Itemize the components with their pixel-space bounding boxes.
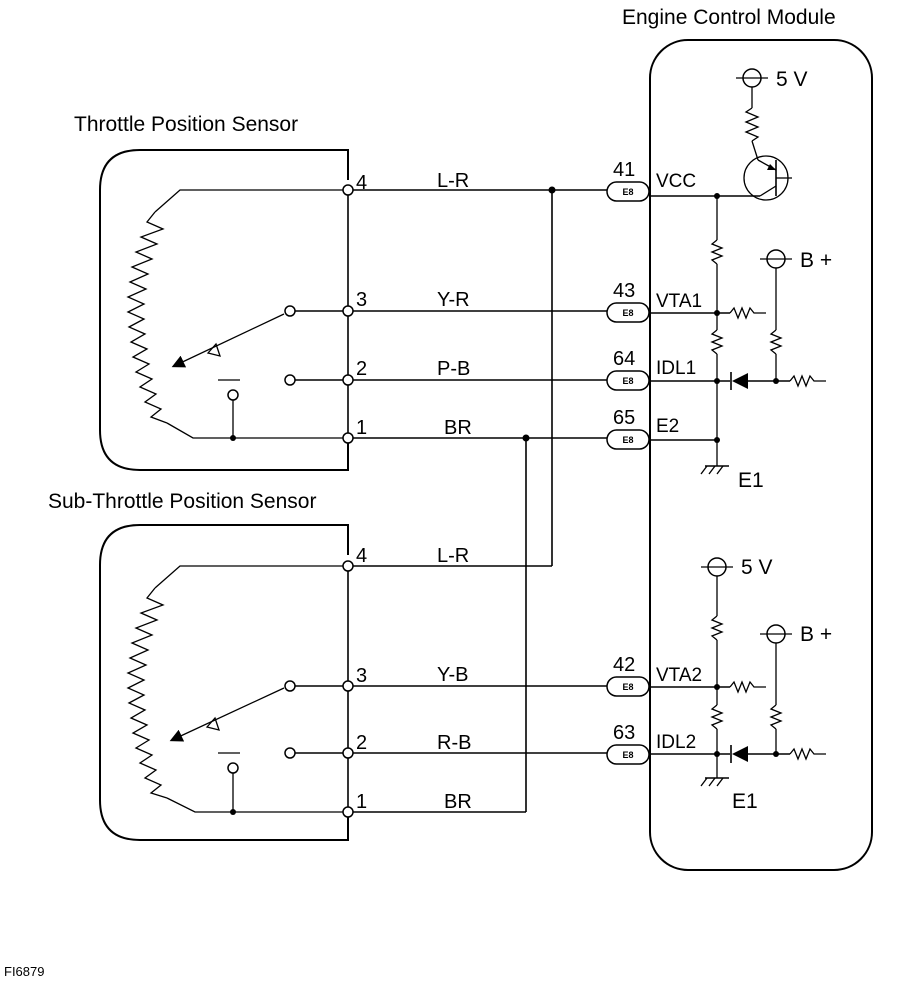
ecm-connector-41: E8 — [606, 181, 650, 202]
tps-pin-2: 2 — [356, 358, 367, 380]
wire-tps-2: P-B — [437, 358, 470, 380]
signal-e2: E2 — [656, 416, 679, 437]
tps-housing — [99, 149, 349, 471]
ecm-pin-64: 64 — [613, 348, 635, 370]
tps-sensor — [99, 149, 354, 471]
ground-e1-top-label: E1 — [738, 469, 764, 492]
tps-pin-3: 3 — [356, 289, 367, 311]
sub-tps-housing — [99, 524, 349, 841]
ecm-connector-63: E8 — [606, 744, 650, 765]
wire-tps-4: L-R — [437, 170, 469, 192]
svg-text:E8: E8 — [622, 435, 633, 445]
wire-sub-2: R-B — [437, 732, 471, 754]
svg-text:E8: E8 — [622, 308, 633, 318]
svg-text:E8: E8 — [622, 682, 633, 692]
ecm-pin-43: 43 — [613, 280, 635, 302]
supply-bplus-top-label: B + — [800, 249, 832, 272]
diode-idl2-icon — [732, 746, 748, 762]
signal-vta1: VTA1 — [656, 291, 702, 312]
figure-id: FI6879 — [4, 964, 44, 979]
ecm-connector-64: E8 — [606, 370, 650, 391]
sub-tps-resistor — [126, 587, 168, 799]
ecm-box — [649, 39, 873, 871]
ecm-pin-41: 41 — [613, 159, 635, 181]
sub-tps-sensor — [99, 524, 354, 841]
signal-vcc: VCC — [656, 171, 696, 192]
ecm-pin-42: 42 — [613, 654, 635, 676]
sub-tps-pin-4: 4 — [356, 545, 367, 567]
ecm-internal-bottom — [649, 557, 826, 787]
wire-tps-3: Y-R — [437, 289, 470, 311]
sub-tps-pin-2: 2 — [356, 732, 367, 754]
ground-e1-bottom-label: E1 — [732, 790, 758, 813]
tps-pin-1: 1 — [356, 417, 367, 439]
ecm-pin-65: 65 — [613, 407, 635, 429]
ecm-connector-43: E8 — [606, 302, 650, 323]
signal-vta2: VTA2 — [656, 665, 702, 686]
tps-resistor — [126, 211, 168, 424]
ecm-connector-65: E8 — [606, 429, 650, 450]
wire-sub-1: BR — [444, 791, 472, 813]
tps-wiper — [171, 313, 285, 368]
supply-5v-bottom-label: 5 V — [741, 556, 773, 579]
tps-title: Throttle Position Sensor — [74, 113, 298, 136]
sub-tps-pin-1: 1 — [356, 791, 367, 813]
supply-5v-top-label: 5 V — [776, 68, 808, 91]
supply-bplus-bottom-label: B + — [800, 623, 832, 646]
ecm-pin-63: 63 — [613, 722, 635, 744]
wire-sub-3: Y-B — [437, 664, 469, 686]
ecm-title: Engine Control Module — [622, 6, 836, 29]
svg-text:E8: E8 — [622, 750, 633, 760]
sub-tps-title: Sub-Throttle Position Sensor — [48, 490, 316, 513]
signal-idl1: IDL1 — [656, 358, 696, 379]
harness-wires — [353, 186, 607, 813]
wire-sub-4: L-R — [437, 545, 469, 567]
sub-tps-wiper — [169, 687, 285, 742]
svg-text:E8: E8 — [622, 376, 633, 386]
sub-tps-pin-3: 3 — [356, 665, 367, 687]
ecm-internal-top — [649, 68, 826, 475]
wire-tps-1: BR — [444, 417, 472, 439]
diode-idl1-icon — [732, 373, 748, 389]
ecm-connector-42: E8 — [606, 676, 650, 697]
signal-idl2: IDL2 — [656, 732, 696, 753]
svg-text:E8: E8 — [622, 187, 633, 197]
tps-pin-4: 4 — [356, 172, 367, 194]
